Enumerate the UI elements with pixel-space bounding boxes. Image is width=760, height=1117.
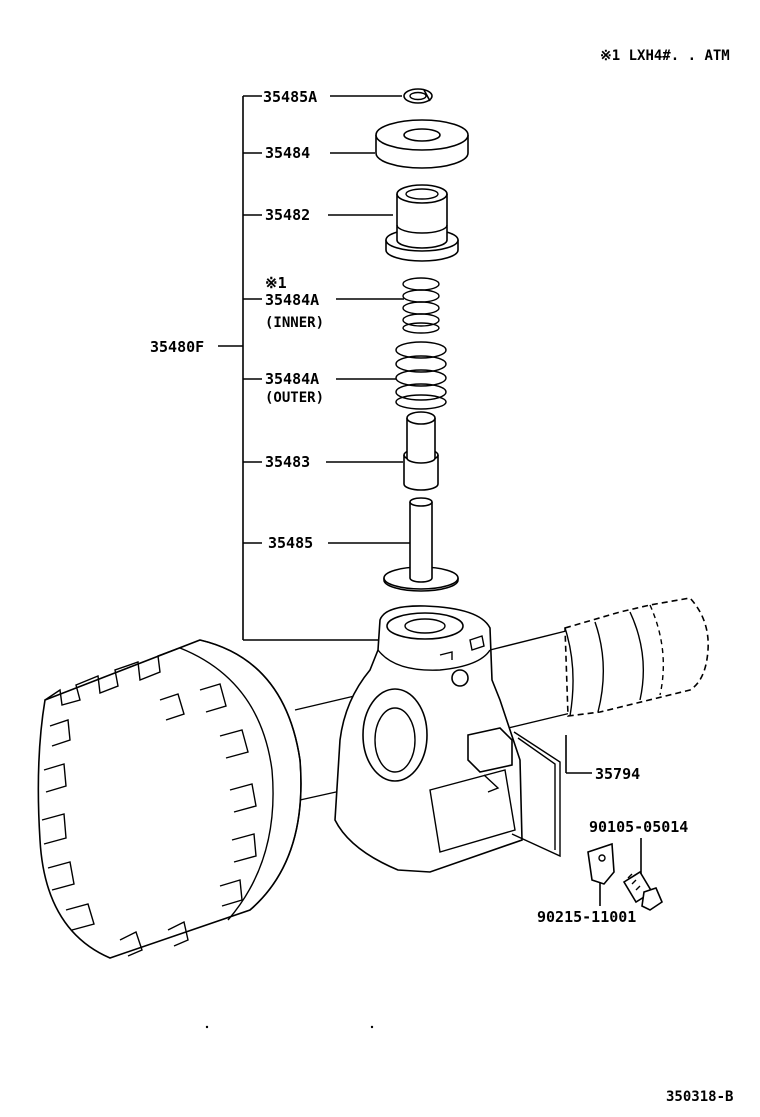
group-bracket	[218, 95, 380, 641]
lock-plate-part	[587, 842, 615, 885]
callout-35483-label: 35483	[265, 453, 310, 471]
stray-marks	[205, 1025, 374, 1029]
piston-rod-part	[383, 497, 459, 592]
callout-35482-label: 35482	[265, 206, 310, 224]
sleeve-part	[403, 411, 439, 491]
callout-90215-label: 90215-11001	[537, 908, 636, 926]
callout-35484a-outer-label: 35484A	[265, 370, 319, 388]
piston-part	[385, 184, 459, 262]
inner-spring-part	[402, 277, 440, 334]
valve-plate-part	[511, 731, 561, 858]
diagram-code: 350318-B	[666, 1089, 733, 1105]
callout-35485-label: 35485	[268, 534, 313, 552]
snap-ring-part	[403, 88, 433, 104]
callout-90105-label: 90105-05014	[589, 818, 688, 836]
valve-body	[334, 605, 523, 873]
shaft	[294, 597, 709, 801]
model-note: ※1 LXH4#. . ATM	[600, 48, 730, 64]
callout-35484a-inner-label: 35484A	[265, 291, 319, 309]
bolt-part	[622, 870, 663, 911]
callout-inner-mark: ※1	[265, 274, 287, 292]
callout-inner-qualifier: (INNER)	[265, 315, 324, 331]
callout-35485a-label: 35485A	[263, 88, 317, 106]
outer-spring-part	[395, 341, 447, 410]
callout-35794-label: 35794	[595, 765, 640, 783]
group-part-number: 35480F	[150, 338, 204, 356]
clutch-drum	[37, 639, 302, 959]
callout-outer-qualifier: (OUTER)	[265, 390, 324, 406]
spring-seat-washer-part	[375, 119, 469, 169]
callout-35484-label: 35484	[265, 144, 310, 162]
